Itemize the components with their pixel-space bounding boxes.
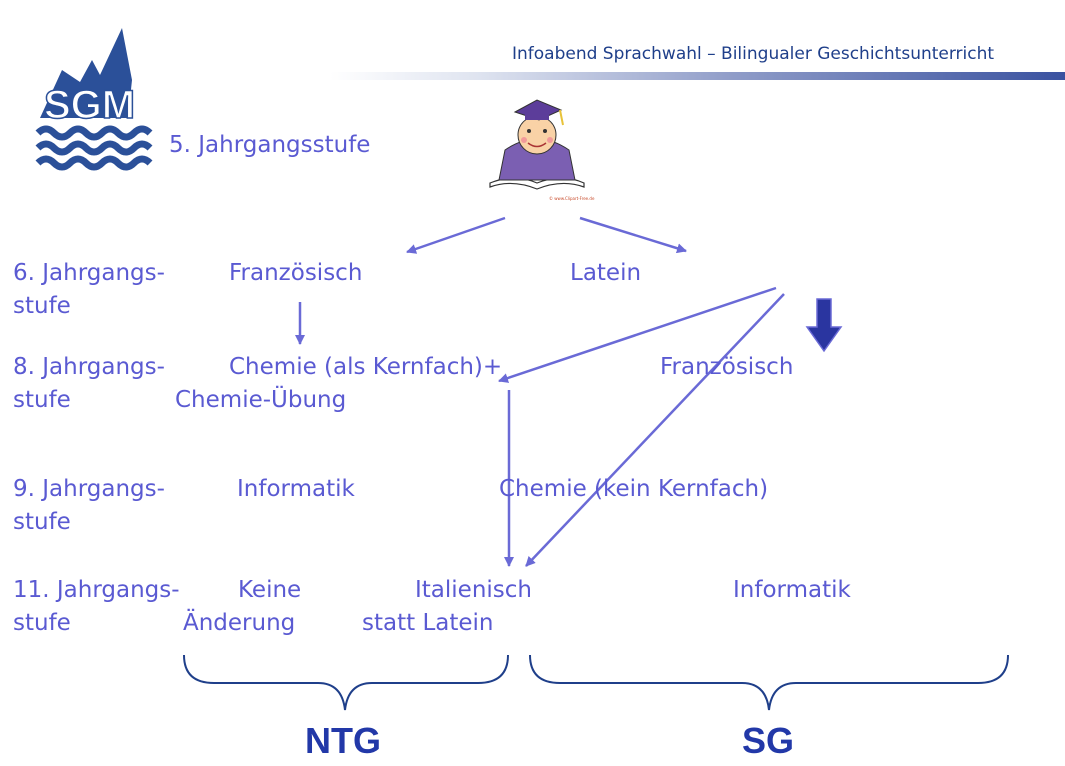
student-clipart (489, 99, 585, 190)
grade9-informatik: Informatik (237, 476, 355, 502)
grade9-label-line1: 9. Jahrgangs- (13, 476, 165, 502)
grade11-statt-latein: statt Latein (362, 610, 494, 636)
grade9-label-line2: stufe (13, 509, 71, 535)
arrow-to-franzoesisch (406, 216, 506, 254)
grade11-label-line1: 11. Jahrgangs- (13, 577, 180, 603)
grade11-label-line2: stufe (13, 610, 71, 636)
grade11-keine: Keine (238, 577, 302, 603)
grade8-franzoesisch: Französisch (660, 354, 794, 380)
arrow-latein-to-italienisch (525, 293, 785, 567)
grade6-label-line1: 6. Jahrgangs- (13, 260, 165, 286)
grade11-informatik: Informatik (733, 577, 851, 603)
grade6-label-line2: stufe (13, 293, 71, 319)
grade6-latein: Latein (570, 260, 642, 286)
arrow-to-latein (579, 216, 687, 254)
brace-sg (529, 654, 1009, 711)
group-label-ntg: NTG (305, 720, 381, 761)
grade6-franzoesisch: Französisch (229, 260, 363, 286)
header-title: Infoabend Sprachwahl – Bilingualer Gesch… (512, 44, 995, 64)
grade8-label-line1: 8. Jahrgangs- (13, 354, 165, 380)
arrow-latein-to-chemie (498, 286, 777, 383)
grade11-italienisch: Italienisch (415, 577, 532, 603)
header-rule (330, 72, 1065, 80)
group-label-sg: SG (742, 720, 795, 761)
grade8-chemie-kernfach: Chemie (als Kernfach)+ (229, 354, 503, 380)
down-arrow-icon (805, 298, 843, 353)
grade8-label-line2: stufe (13, 387, 71, 413)
school-logo: SGM (35, 28, 153, 171)
grade8-chemie-uebung: Chemie-Übung (175, 387, 347, 413)
brace-ntg (183, 654, 509, 711)
clipart-credit: © www.Clipart-Free.de (549, 196, 595, 201)
grade5-label: 5. Jahrgangsstufe (169, 132, 371, 158)
svg-text:SGM: SGM (44, 83, 135, 127)
grade11-aenderung: Änderung (183, 610, 296, 636)
grade9-chemie-kein-kernfach: Chemie (kein Kernfach) (499, 476, 769, 502)
